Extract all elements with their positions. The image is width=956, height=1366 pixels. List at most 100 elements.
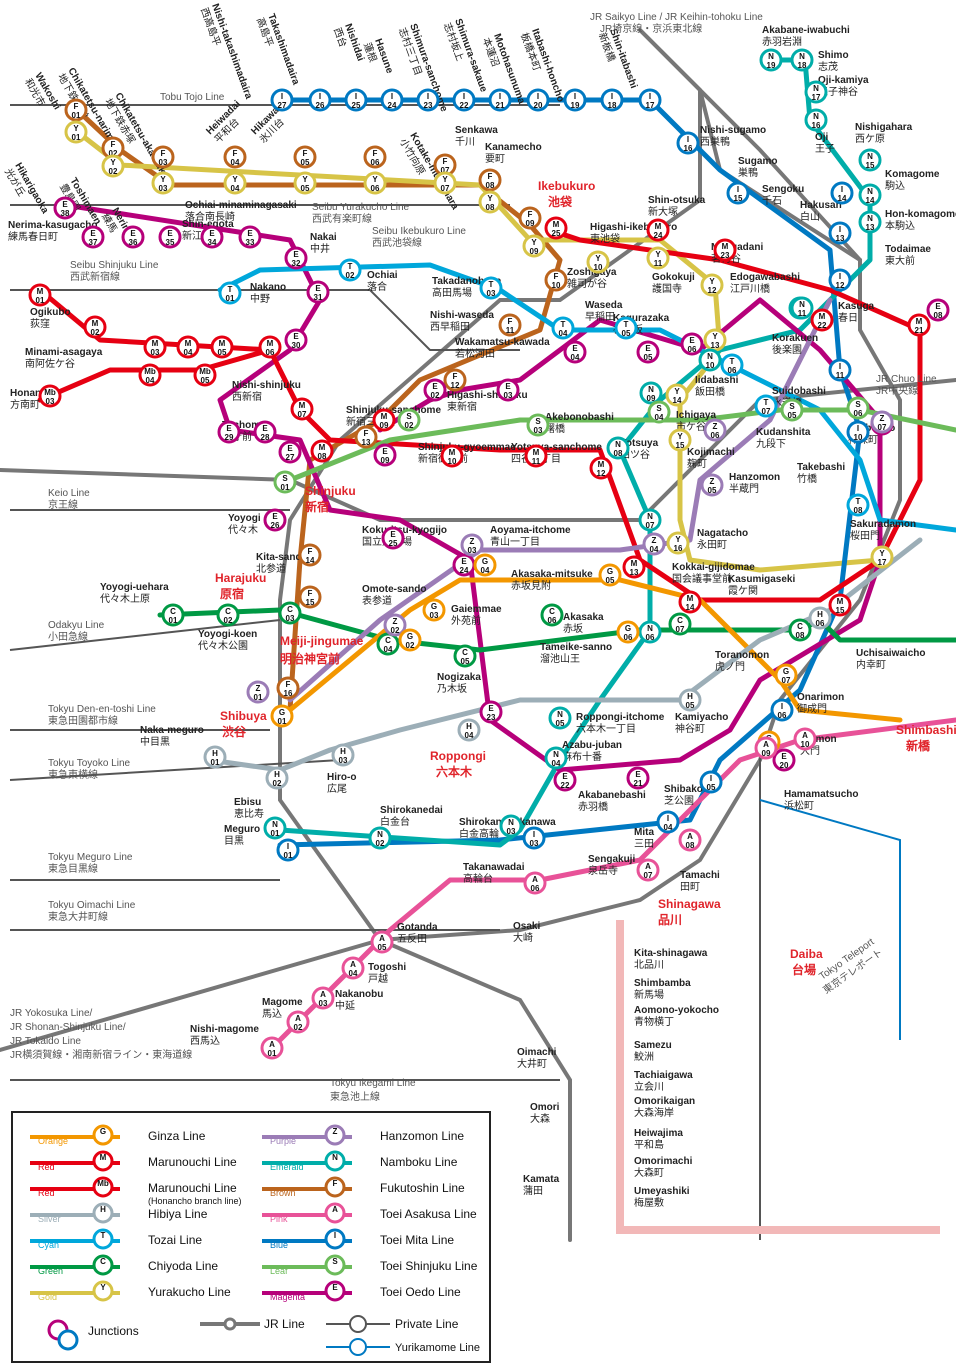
station-marker-n19[interactable]: N19: [759, 48, 783, 72]
station-marker-m06[interactable]: M06: [258, 335, 282, 359]
station-marker-a02[interactable]: A02: [286, 1010, 310, 1034]
station-marker-y15[interactable]: Y15: [668, 428, 692, 452]
station-marker-s04[interactable]: S04: [647, 400, 671, 424]
station-marker-h05[interactable]: H05: [678, 688, 702, 712]
station-marker-i15[interactable]: I15: [726, 181, 750, 205]
station-marker-c08[interactable]: C08: [788, 618, 812, 642]
station-marker-a08[interactable]: A08: [678, 828, 702, 852]
station-marker-f10[interactable]: F10: [544, 268, 568, 292]
station-marker-y07[interactable]: Y07: [433, 171, 457, 195]
station-marker-n13[interactable]: N13: [858, 210, 882, 234]
station-marker-e31[interactable]: E31: [306, 280, 330, 304]
station-marker-f05[interactable]: F05: [293, 145, 317, 169]
station-marker-h01[interactable]: H01: [203, 745, 227, 769]
station-marker-e05[interactable]: E05: [636, 340, 660, 364]
station-marker-n15[interactable]: N15: [858, 148, 882, 172]
station-marker-e30[interactable]: E30: [284, 328, 308, 352]
station-marker-e08[interactable]: E08: [926, 298, 950, 322]
station-marker-z06[interactable]: Z06: [703, 418, 727, 442]
station-marker-i17[interactable]: I17: [638, 88, 662, 112]
station-marker-n16[interactable]: N16: [804, 108, 828, 132]
station-marker-i25[interactable]: I25: [344, 88, 368, 112]
station-marker-z02[interactable]: Z02: [383, 613, 407, 637]
station-marker-i14[interactable]: I14: [830, 181, 854, 205]
station-marker-t06[interactable]: T06: [720, 353, 744, 377]
station-marker-g02[interactable]: G02: [398, 628, 422, 652]
station-marker-m25[interactable]: M25: [544, 216, 568, 240]
station-marker-m02[interactable]: M02: [83, 315, 107, 339]
station-marker-t01[interactable]: T01: [218, 281, 242, 305]
station-marker-i05[interactable]: I05: [699, 770, 723, 794]
station-marker-e29[interactable]: E29: [217, 420, 241, 444]
station-marker-i13[interactable]: I13: [828, 221, 852, 245]
station-marker-e22[interactable]: E22: [553, 768, 577, 792]
station-marker-e03[interactable]: E03: [496, 378, 520, 402]
station-marker-i24[interactable]: I24: [380, 88, 404, 112]
station-marker-y08[interactable]: Y08: [478, 190, 502, 214]
station-marker-n03[interactable]: N03: [499, 814, 523, 838]
station-marker-n04[interactable]: N04: [544, 746, 568, 770]
station-marker-e04[interactable]: E04: [563, 340, 587, 364]
station-marker-t08[interactable]: T08: [846, 493, 870, 517]
station-marker-n11[interactable]: N11: [790, 296, 814, 320]
station-marker-c01[interactable]: C01: [161, 603, 185, 627]
station-marker-e25[interactable]: E25: [381, 526, 405, 550]
station-marker-n09[interactable]: N09: [639, 381, 663, 405]
station-marker-m12[interactable]: M12: [589, 456, 613, 480]
station-marker-y05[interactable]: Y05: [293, 171, 317, 195]
station-marker-y02[interactable]: Y02: [101, 154, 125, 178]
station-marker-n02[interactable]: N02: [368, 826, 392, 850]
station-marker-n08[interactable]: N08: [606, 436, 630, 460]
station-marker-c06[interactable]: C06: [540, 603, 564, 627]
station-marker-n07[interactable]: N07: [638, 508, 662, 532]
station-marker-m24[interactable]: M24: [646, 218, 670, 242]
station-marker-m10[interactable]: M10: [440, 444, 464, 468]
station-marker-e37[interactable]: E37: [81, 225, 105, 249]
station-marker-c07[interactable]: C07: [668, 612, 692, 636]
station-marker-m09[interactable]: M09: [372, 408, 396, 432]
station-marker-h06[interactable]: H06: [808, 606, 832, 630]
station-marker-a03[interactable]: A03: [311, 986, 335, 1010]
station-marker-n18[interactable]: N18: [790, 48, 814, 72]
station-marker-a01[interactable]: A01: [260, 1036, 284, 1060]
station-marker-e24[interactable]: E24: [452, 553, 476, 577]
station-marker-z05[interactable]: Z05: [700, 473, 724, 497]
station-marker-t07[interactable]: T07: [754, 394, 778, 418]
station-marker-m15[interactable]: M15: [828, 593, 852, 617]
station-marker-e26[interactable]: E26: [263, 508, 287, 532]
station-marker-i26[interactable]: I26: [308, 88, 332, 112]
station-marker-n01[interactable]: N01: [263, 816, 287, 840]
station-marker-i10[interactable]: I10: [846, 420, 870, 444]
station-marker-m22[interactable]: M22: [810, 308, 834, 332]
station-marker-e20[interactable]: E20: [772, 748, 796, 772]
station-marker-i11[interactable]: I11: [828, 358, 852, 382]
station-marker-m08[interactable]: M08: [310, 439, 334, 463]
station-marker-h03[interactable]: H03: [331, 743, 355, 767]
station-marker-e02[interactable]: E02: [423, 378, 447, 402]
station-marker-m11[interactable]: M11: [524, 444, 548, 468]
station-marker-i16[interactable]: I16: [676, 131, 700, 155]
station-marker-c05[interactable]: C05: [453, 644, 477, 668]
station-marker-e28[interactable]: E28: [253, 420, 277, 444]
station-marker-i04[interactable]: I04: [656, 810, 680, 834]
station-marker-a05[interactable]: A05: [370, 930, 394, 954]
station-marker-e36[interactable]: E36: [121, 225, 145, 249]
station-marker-m03[interactable]: M03: [143, 335, 167, 359]
station-marker-y03[interactable]: Y03: [151, 171, 175, 195]
station-marker-e38[interactable]: E38: [53, 196, 77, 220]
station-marker-y16[interactable]: Y16: [666, 531, 690, 555]
station-marker-m01[interactable]: M01: [28, 283, 52, 307]
station-marker-y13[interactable]: Y13: [703, 328, 727, 352]
station-marker-e21[interactable]: E21: [626, 766, 650, 790]
station-marker-m05[interactable]: M05: [210, 335, 234, 359]
station-marker-n10[interactable]: N10: [698, 348, 722, 372]
station-marker-z03[interactable]: Z03: [460, 533, 484, 557]
station-marker-y01[interactable]: Y01: [64, 120, 88, 144]
station-marker-s01[interactable]: S01: [273, 470, 297, 494]
station-marker-z01[interactable]: Z01: [246, 680, 270, 704]
station-marker-e35[interactable]: E35: [158, 225, 182, 249]
station-marker-s05[interactable]: S05: [780, 398, 804, 422]
station-marker-e33[interactable]: E33: [238, 225, 262, 249]
